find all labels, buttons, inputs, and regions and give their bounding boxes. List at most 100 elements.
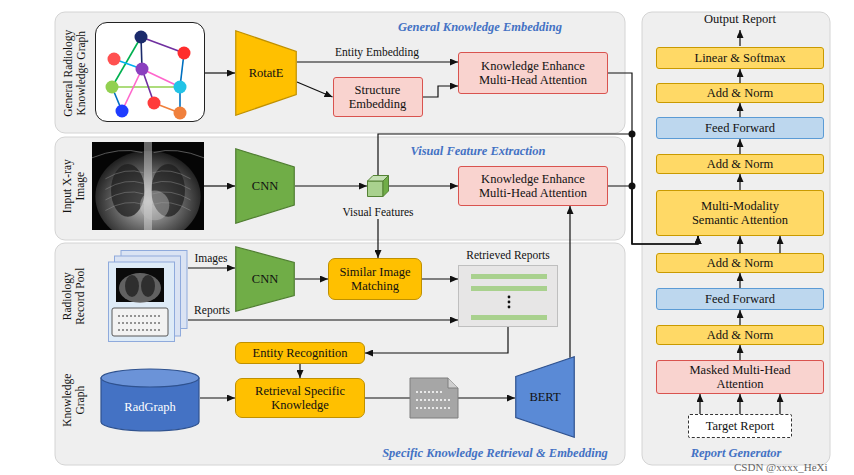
- box-label: Multi-Modality Semantic Attention: [684, 199, 796, 228]
- junction-dot: [629, 183, 636, 190]
- box-label: Add & Norm: [707, 86, 774, 100]
- connector: [188, 320, 458, 321]
- junction-dot: [629, 131, 636, 138]
- connector-line: [205, 72, 235, 73]
- connector: [740, 139, 741, 154]
- process-box: Feed Forward: [656, 117, 824, 139]
- encoder-block: CNN: [235, 148, 295, 224]
- connector-line: [377, 219, 378, 258]
- panel-band: Specific Knowledge Retrieval & Embedding…: [55, 243, 625, 465]
- connector-line: [200, 397, 235, 398]
- connector: [297, 62, 458, 63]
- connector-line: [739, 103, 740, 117]
- box-label: CNN: [252, 272, 278, 286]
- process-box: Structure Embedding: [333, 77, 423, 117]
- report-list: Retrieved Reports: [458, 265, 558, 327]
- encoder-block: RotatE: [235, 30, 297, 116]
- connector: [700, 394, 780, 414]
- connector-line: [739, 345, 740, 360]
- connector-line: [699, 394, 700, 414]
- connector-line: [739, 236, 740, 253]
- connector-line: [739, 273, 740, 288]
- connector-line: [389, 185, 458, 186]
- process-box: Knowledge Enhance Multi-Head Attention: [458, 52, 608, 94]
- feature-label: Visual Features: [333, 206, 423, 219]
- connector: [295, 279, 328, 280]
- panel-title: Visual Feature Extraction: [411, 144, 546, 158]
- box-label: Entity Recognition: [253, 346, 348, 360]
- box-label: Knowledge Enhance Multi-Head Attention: [471, 172, 596, 201]
- process-box: Similar Image Matching: [328, 258, 422, 300]
- connector-line: [365, 327, 508, 353]
- box-label: Add & Norm: [707, 328, 774, 342]
- box-label: Similar Image Matching: [333, 265, 417, 294]
- process-box: Add & Norm: [656, 154, 824, 174]
- box-label: RotatE: [249, 66, 284, 80]
- connector-line: [423, 86, 459, 97]
- process-box: Linear & Softmax: [656, 47, 824, 69]
- record-pool-drawing: [108, 250, 188, 342]
- panel-band: Report Generator Linear & SoftmaxAdd & No…: [642, 12, 830, 465]
- connector: [740, 236, 780, 253]
- connector: [389, 186, 458, 187]
- connector-line: [297, 82, 333, 97]
- box-label: Masked Multi-Head Attention: [675, 363, 805, 392]
- panel-band: [55, 12, 625, 133]
- output-label: Output Report: [704, 12, 776, 26]
- box-label: BERT: [529, 390, 560, 404]
- knowledge-graph-icon-drawing: [96, 23, 206, 123]
- connector-line: [188, 319, 458, 320]
- box-label: Add & Norm: [707, 157, 774, 171]
- panel-title: Report Generator: [691, 446, 782, 460]
- connector-line: [299, 364, 300, 378]
- box-label: Structure Embedding: [338, 83, 418, 112]
- connector-line: [569, 206, 570, 358]
- knowledge-graph-icon: General Radiology Knowledge Graph: [95, 22, 205, 122]
- feature-cube-drawing: [367, 175, 389, 197]
- process-box: Feed Forward: [656, 288, 824, 310]
- connector: [740, 103, 741, 117]
- panel-title: Specific Knowledge Retrieval & Embedding: [382, 446, 608, 460]
- connector: [205, 73, 235, 74]
- side-label: Knowledge Graph: [61, 367, 87, 433]
- process-box: Multi-Modality Semantic Attention: [656, 190, 824, 236]
- connector: [200, 398, 235, 399]
- connector: [365, 327, 508, 353]
- encoder-block: CNN: [235, 246, 295, 312]
- input-box: Target Report: [688, 414, 792, 438]
- process-box: Add & Norm: [656, 253, 824, 273]
- connector-line: [739, 310, 740, 325]
- connector-line: [297, 61, 458, 62]
- connector-line: [378, 134, 698, 244]
- box-label: CNN: [252, 179, 278, 193]
- connector: [297, 82, 333, 97]
- connector-line: [422, 278, 458, 279]
- watermark: CSDN @xxxx_HeXi: [734, 461, 828, 474]
- box-label: Add & Norm: [707, 256, 774, 270]
- connector-line: [739, 174, 740, 190]
- database-cylinder: Knowledge GraphRadGraph: [100, 368, 200, 432]
- side-label: Input X-ray Image: [61, 150, 87, 222]
- connector-line: [295, 278, 328, 279]
- connector: [570, 206, 571, 358]
- connector-line: [204, 185, 235, 186]
- box-label: Knowledge Enhance Multi-Head Attention: [471, 59, 596, 88]
- edge-label: Reports: [194, 304, 230, 317]
- connector: [740, 174, 741, 190]
- connector-line: [779, 394, 780, 414]
- connector: [188, 268, 235, 269]
- connector: [740, 310, 741, 325]
- box-label: Feed Forward: [705, 292, 775, 306]
- panel-band: [55, 243, 625, 465]
- connector: [423, 86, 459, 97]
- record-pool: Radiology Record Pool: [108, 250, 188, 342]
- report-list-drawing: [459, 266, 559, 328]
- list-heading: Retrieved Reports: [466, 249, 549, 262]
- side-label: Radiology Record Pool: [61, 262, 87, 330]
- connector: [295, 186, 367, 187]
- connector: [740, 345, 741, 360]
- edge-label: Entity Embedding: [335, 46, 419, 59]
- connector-line: [779, 236, 780, 253]
- encoder-block: BERT: [515, 356, 575, 438]
- panel-title: General Knowledge Embedding: [398, 20, 562, 34]
